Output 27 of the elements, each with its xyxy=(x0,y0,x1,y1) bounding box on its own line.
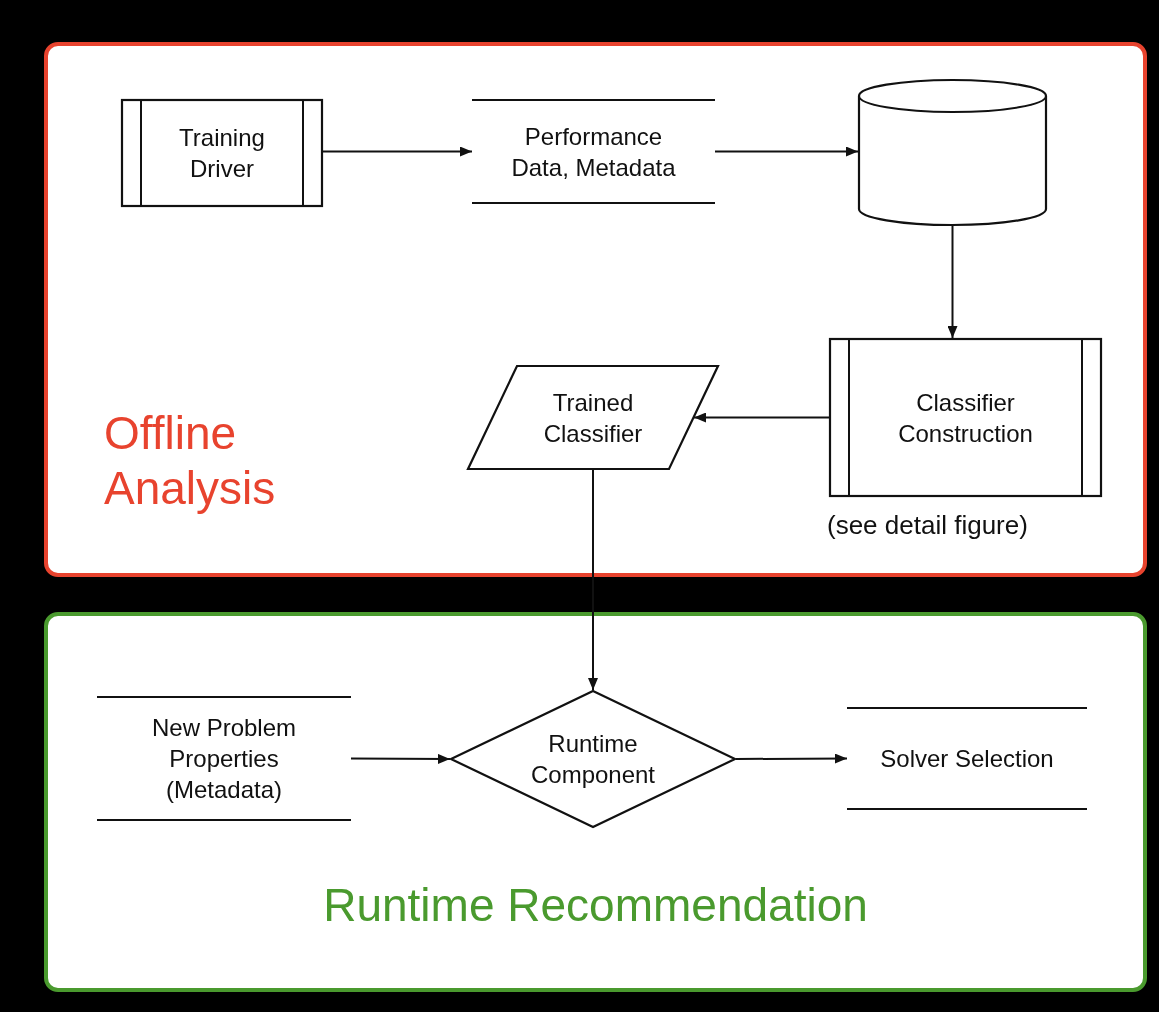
arrow xyxy=(714,146,859,157)
node-label: Runtime Component xyxy=(530,729,656,788)
arrow xyxy=(322,146,473,157)
arrow xyxy=(947,224,958,339)
data-store xyxy=(97,696,351,821)
arrow xyxy=(693,412,830,423)
group-panel xyxy=(44,612,1147,992)
data-parallelogram xyxy=(467,365,719,470)
data-store xyxy=(472,99,715,204)
node-label: Solver Selection xyxy=(880,744,1054,772)
group-title: Offline Analysis xyxy=(104,406,277,517)
data-store xyxy=(847,707,1087,810)
process-box xyxy=(121,99,323,207)
arrow xyxy=(735,753,848,764)
database-cylinder xyxy=(858,80,1047,225)
arrow xyxy=(588,469,598,691)
node-label: Training Driver xyxy=(179,123,265,182)
group-title: Runtime Recommendation xyxy=(322,878,869,933)
arrow xyxy=(350,753,451,764)
group-panel xyxy=(44,42,1147,577)
process-box xyxy=(829,338,1102,497)
node-label: Trained Classifier xyxy=(543,388,643,447)
node-label: Classifier Construction xyxy=(898,388,1033,447)
node-label: New Problem Properties (Metadata) xyxy=(151,713,296,804)
node-label: Performance Data, Metadata xyxy=(511,122,676,181)
decision-diamond xyxy=(450,690,736,828)
note-text: (see detail figure) xyxy=(827,510,1028,541)
